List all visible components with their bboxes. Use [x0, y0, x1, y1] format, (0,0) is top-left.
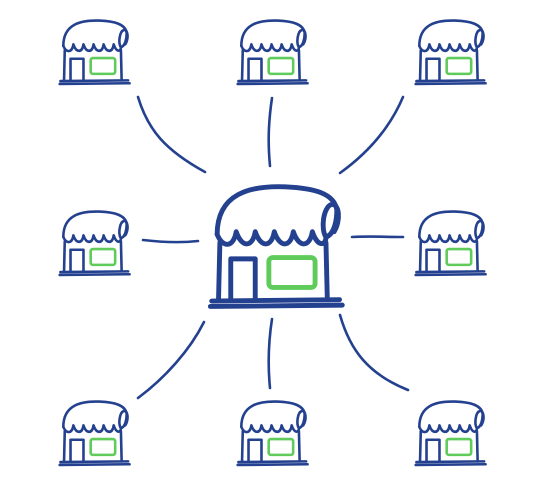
satellite-store-icon-2 — [236, 19, 309, 86]
connector-line-8 — [338, 313, 410, 392]
satellite-store-icon-1 — [58, 19, 131, 86]
satellite-store-icon-3 — [414, 19, 487, 86]
window-icon — [89, 247, 117, 267]
connector-line-2 — [267, 96, 274, 168]
satellite-store-icon-7 — [236, 400, 309, 467]
connector-line-6 — [136, 320, 206, 400]
window-icon — [445, 437, 473, 457]
connector-line-3 — [338, 95, 405, 175]
window-icon — [266, 255, 318, 290]
satellite-store-icon-8 — [414, 400, 487, 467]
window-icon — [89, 56, 117, 76]
window-icon — [267, 437, 295, 457]
window-icon — [445, 247, 473, 267]
satellite-store-icon-6 — [58, 400, 131, 467]
window-icon — [89, 437, 117, 457]
window-icon — [267, 56, 295, 76]
hub-store-icon — [207, 184, 345, 309]
connector-line-4 — [141, 238, 200, 244]
satellite-store-icon-4 — [58, 210, 131, 277]
satellite-store-icon-5 — [414, 210, 487, 277]
connector-line-7 — [267, 317, 274, 390]
connector-line-1 — [136, 95, 207, 174]
window-icon — [445, 56, 473, 76]
